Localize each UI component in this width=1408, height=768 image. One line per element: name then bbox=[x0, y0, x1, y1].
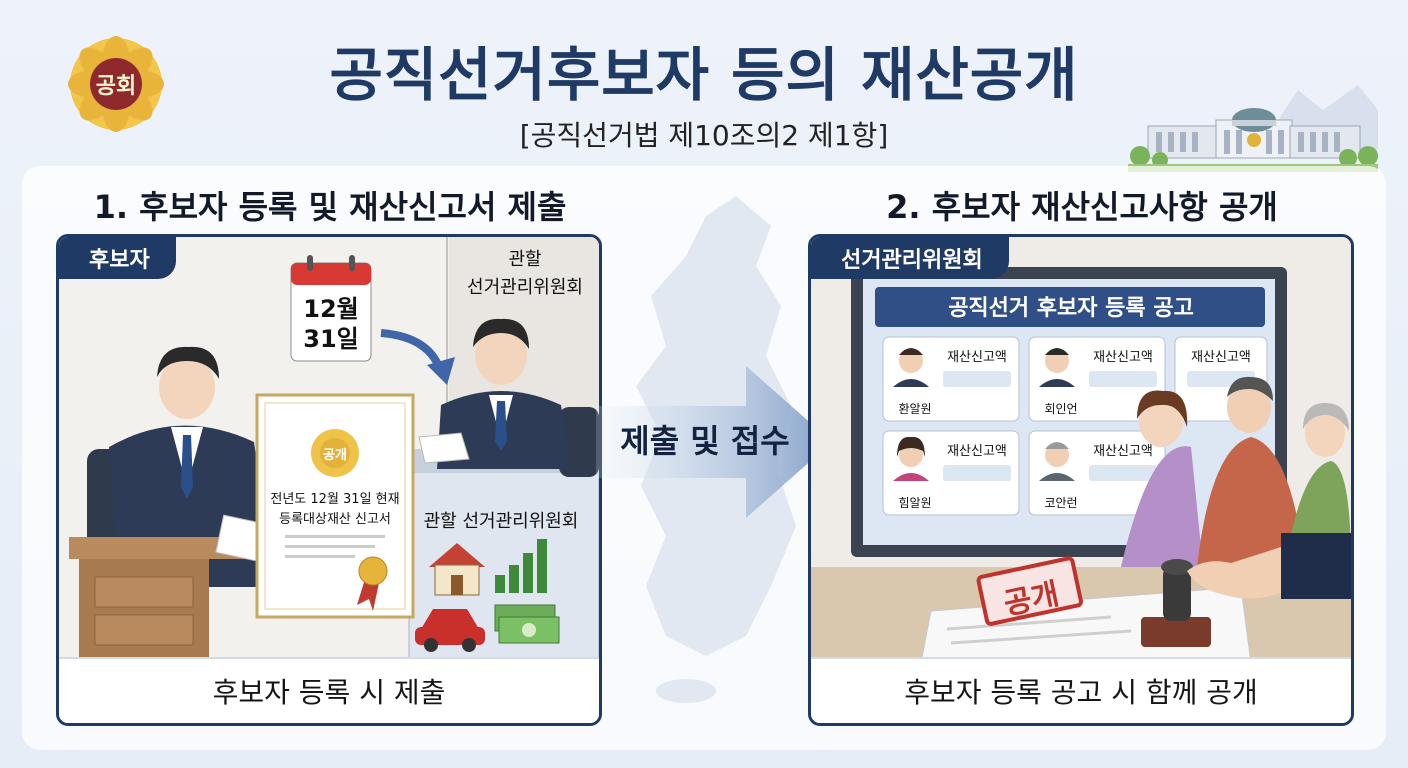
car-icon bbox=[415, 609, 485, 652]
office-label-line1: 관할 bbox=[508, 249, 541, 270]
house-icon bbox=[429, 543, 485, 596]
page-title: 공직선거후보자 등의 재산공개 bbox=[329, 41, 1079, 109]
step2-title: 2. 후보자 재산신고사항 공개 bbox=[886, 188, 1278, 226]
emblem: 공회 bbox=[62, 36, 170, 132]
national-assembly-building-icon bbox=[1128, 85, 1378, 172]
step1-tag: 후보자 bbox=[59, 237, 176, 279]
asset-report-document: 공개 전년도 12월 31일 현재 등록대상재산 신고서 bbox=[255, 393, 415, 619]
step2-panel: 선거관리위원회 공직선거 후보자 등록 공고 재산신고액 환알원 bbox=[808, 234, 1354, 726]
hand-icon bbox=[1187, 533, 1351, 599]
card-label: 재산신고액 bbox=[1093, 350, 1153, 365]
card-label: 재산신고액 bbox=[1093, 444, 1153, 459]
card-name: 환알원 bbox=[898, 402, 931, 416]
emblem-text: 공회 bbox=[95, 74, 137, 99]
candidate-card: 재산신고액 회인언 bbox=[1028, 336, 1166, 422]
national-assembly-emblem-icon bbox=[68, 36, 164, 132]
document-line1: 전년도 12월 31일 현재 bbox=[270, 492, 399, 507]
board-title: 공직선거 후보자 등록 공고 bbox=[948, 296, 1194, 321]
card-name: 힘알원 bbox=[898, 496, 931, 510]
candidate-card: 재산신고액 코안런 bbox=[1028, 430, 1166, 516]
step2-tag: 선거관리위원회 bbox=[811, 237, 1009, 279]
money-icon bbox=[494, 604, 560, 644]
card-label: 재산신고액 bbox=[1191, 350, 1251, 365]
card-name: 코안런 bbox=[1044, 496, 1077, 510]
candidate-card: 재산신고액 환알원 bbox=[882, 336, 1020, 422]
document-seal-text: 공개 bbox=[323, 448, 347, 463]
growth-chart-icon bbox=[495, 539, 547, 593]
step1-title: 1. 후보자 등록 및 재산신고서 제출 bbox=[93, 188, 567, 226]
step2-scene: 공직선거 후보자 등록 공고 재산신고액 환알원 재산신고액 회인언 bbox=[811, 237, 1351, 663]
page-subtitle: [공직선거법 제10조의2 제1항] bbox=[519, 119, 889, 152]
candidate-avatar-icon bbox=[893, 436, 929, 481]
arrow-label: 제출 및 접수 bbox=[620, 422, 790, 460]
card-label: 재산신고액 bbox=[947, 350, 1007, 365]
calendar-day: 31일 bbox=[303, 325, 358, 353]
candidate-avatar-icon bbox=[893, 348, 929, 387]
candidate-card: 재산신고액 힘알원 bbox=[882, 430, 1020, 516]
document-seal-icon bbox=[311, 429, 359, 477]
rubber-stamp-icon bbox=[1141, 559, 1211, 647]
step1-panel: 후보자 12월 31일 관할 선거관리위 bbox=[56, 234, 602, 726]
candidate-avatar-icon bbox=[1039, 348, 1075, 387]
publication-stamp-mark bbox=[976, 556, 1083, 626]
document-line2: 등록대상재산 신고서 bbox=[279, 512, 391, 527]
counter-sign: 관할 선거관리위원회 bbox=[424, 511, 579, 532]
calendar-month: 12월 bbox=[303, 295, 358, 323]
card-name: 회인언 bbox=[1044, 402, 1077, 416]
right-arrow-icon bbox=[596, 366, 832, 518]
candidate-avatar-icon bbox=[1039, 442, 1075, 481]
card-label: 재산신고액 bbox=[947, 444, 1007, 459]
submit-arrow: 제출 및 접수 bbox=[596, 366, 836, 518]
citizens-illustration bbox=[1121, 376, 1351, 567]
step2-footer: 후보자 등록 공고 시 함께 공개 bbox=[811, 657, 1351, 723]
step1-footer: 후보자 등록 시 제출 bbox=[59, 657, 599, 723]
office-label-line2: 선거관리위원회 bbox=[467, 277, 583, 298]
gold-seal-icon bbox=[357, 556, 388, 611]
